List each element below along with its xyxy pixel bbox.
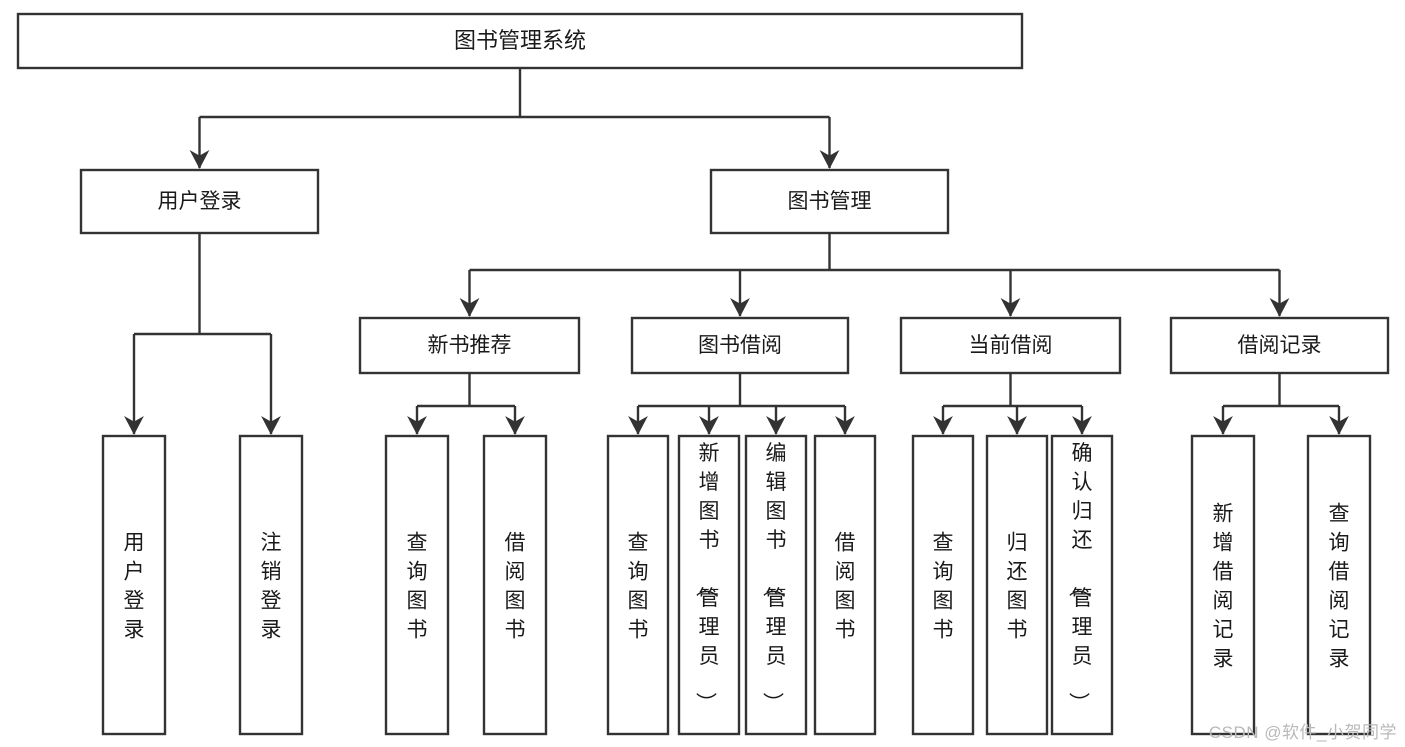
node-box-new-book-rec — [358, 316, 581, 375]
node-book-manage[interactable]: 图书管理 — [709, 168, 950, 235]
node-box-leaf-query-record — [1306, 434, 1372, 736]
node-leaf-query-book-1[interactable]: 查询图书 — [384, 434, 450, 736]
node-leaf-add-book[interactable]: 新增图书（管理员） — [677, 434, 741, 736]
node-box-leaf-add-book — [677, 434, 741, 736]
node-label-leaf-query-book-2: 查询图书 — [628, 532, 649, 642]
node-label-user-login: 用户登录 — [158, 190, 242, 213]
node-new-book-rec[interactable]: 新书推荐 — [358, 316, 581, 375]
node-leaf-query-book-2[interactable]: 查询图书 — [606, 434, 670, 736]
node-box-leaf-add-record — [1190, 434, 1256, 736]
node-box-user-login — [79, 168, 320, 235]
node-label-leaf-return-book: 归还图书 — [1007, 532, 1028, 642]
node-book-borrow[interactable]: 图书借阅 — [630, 316, 850, 375]
node-root[interactable]: 图书管理系统 — [16, 12, 1024, 70]
node-label-leaf-edit-book: 编辑图书（管理员） — [761, 442, 787, 713]
node-label-leaf-query-book-3: 查询图书 — [933, 532, 954, 642]
node-leaf-user-login[interactable]: 用户登录 — [101, 434, 167, 736]
node-box-current-borrow — [899, 316, 1122, 375]
node-label-root: 图书管理系统 — [454, 28, 586, 53]
node-leaf-edit-book[interactable]: 编辑图书（管理员） — [744, 434, 808, 736]
node-label-current-borrow: 当前借阅 — [969, 334, 1053, 357]
node-label-leaf-borrow-book-2: 借阅图书 — [835, 532, 856, 642]
node-leaf-return-book[interactable]: 归还图书 — [985, 434, 1049, 736]
node-label-leaf-add-book: 新增图书（管理员） — [694, 442, 720, 713]
node-label-leaf-confirm-return: 确认归还（管理员） — [1067, 442, 1093, 713]
connector-layer — [124, 68, 1349, 435]
node-box-leaf-borrow-book-1 — [482, 434, 548, 736]
node-label-leaf-query-record: 查询借阅记录 — [1329, 503, 1350, 671]
node-leaf-borrow-book-1[interactable]: 借阅图书 — [482, 434, 548, 736]
node-borrow-record[interactable]: 借阅记录 — [1169, 316, 1390, 375]
node-leaf-query-record[interactable]: 查询借阅记录 — [1306, 434, 1372, 736]
node-label-borrow-record: 借阅记录 — [1238, 334, 1322, 357]
node-leaf-confirm-return[interactable]: 确认归还（管理员） — [1050, 434, 1114, 736]
node-label-new-book-rec: 新书推荐 — [428, 334, 512, 357]
node-current-borrow[interactable]: 当前借阅 — [899, 316, 1122, 375]
node-leaf-user-logout[interactable]: 注销登录 — [238, 434, 304, 736]
node-user-login[interactable]: 用户登录 — [79, 168, 320, 235]
node-label-book-manage: 图书管理 — [788, 190, 872, 213]
node-label-leaf-user-login: 用户登录 — [124, 532, 145, 642]
node-box-leaf-return-book — [985, 434, 1049, 736]
node-box-leaf-edit-book — [744, 434, 808, 736]
node-box-leaf-confirm-return — [1050, 434, 1114, 736]
node-box-book-borrow — [630, 316, 850, 375]
node-box-leaf-borrow-book-2 — [813, 434, 877, 736]
node-layer: 图书管理系统用户登录图书管理新书推荐图书借阅当前借阅借阅记录用户登录注销登录查询… — [16, 12, 1390, 736]
node-label-leaf-borrow-book-1: 借阅图书 — [505, 532, 526, 642]
node-leaf-query-book-3[interactable]: 查询图书 — [911, 434, 975, 736]
node-label-book-borrow: 图书借阅 — [698, 334, 782, 357]
node-label-leaf-add-record: 新增借阅记录 — [1213, 503, 1234, 671]
node-box-leaf-query-book-3 — [911, 434, 975, 736]
node-box-book-manage — [709, 168, 950, 235]
node-box-leaf-user-login — [101, 434, 167, 736]
node-box-root — [16, 12, 1024, 70]
node-box-borrow-record — [1169, 316, 1390, 375]
node-label-leaf-user-logout: 注销登录 — [261, 532, 282, 642]
node-leaf-borrow-book-2[interactable]: 借阅图书 — [813, 434, 877, 736]
node-box-leaf-query-book-1 — [384, 434, 450, 736]
node-leaf-add-record[interactable]: 新增借阅记录 — [1190, 434, 1256, 736]
node-label-leaf-query-book-1: 查询图书 — [407, 532, 428, 642]
node-box-leaf-query-book-2 — [606, 434, 670, 736]
node-box-leaf-user-logout — [238, 434, 304, 736]
